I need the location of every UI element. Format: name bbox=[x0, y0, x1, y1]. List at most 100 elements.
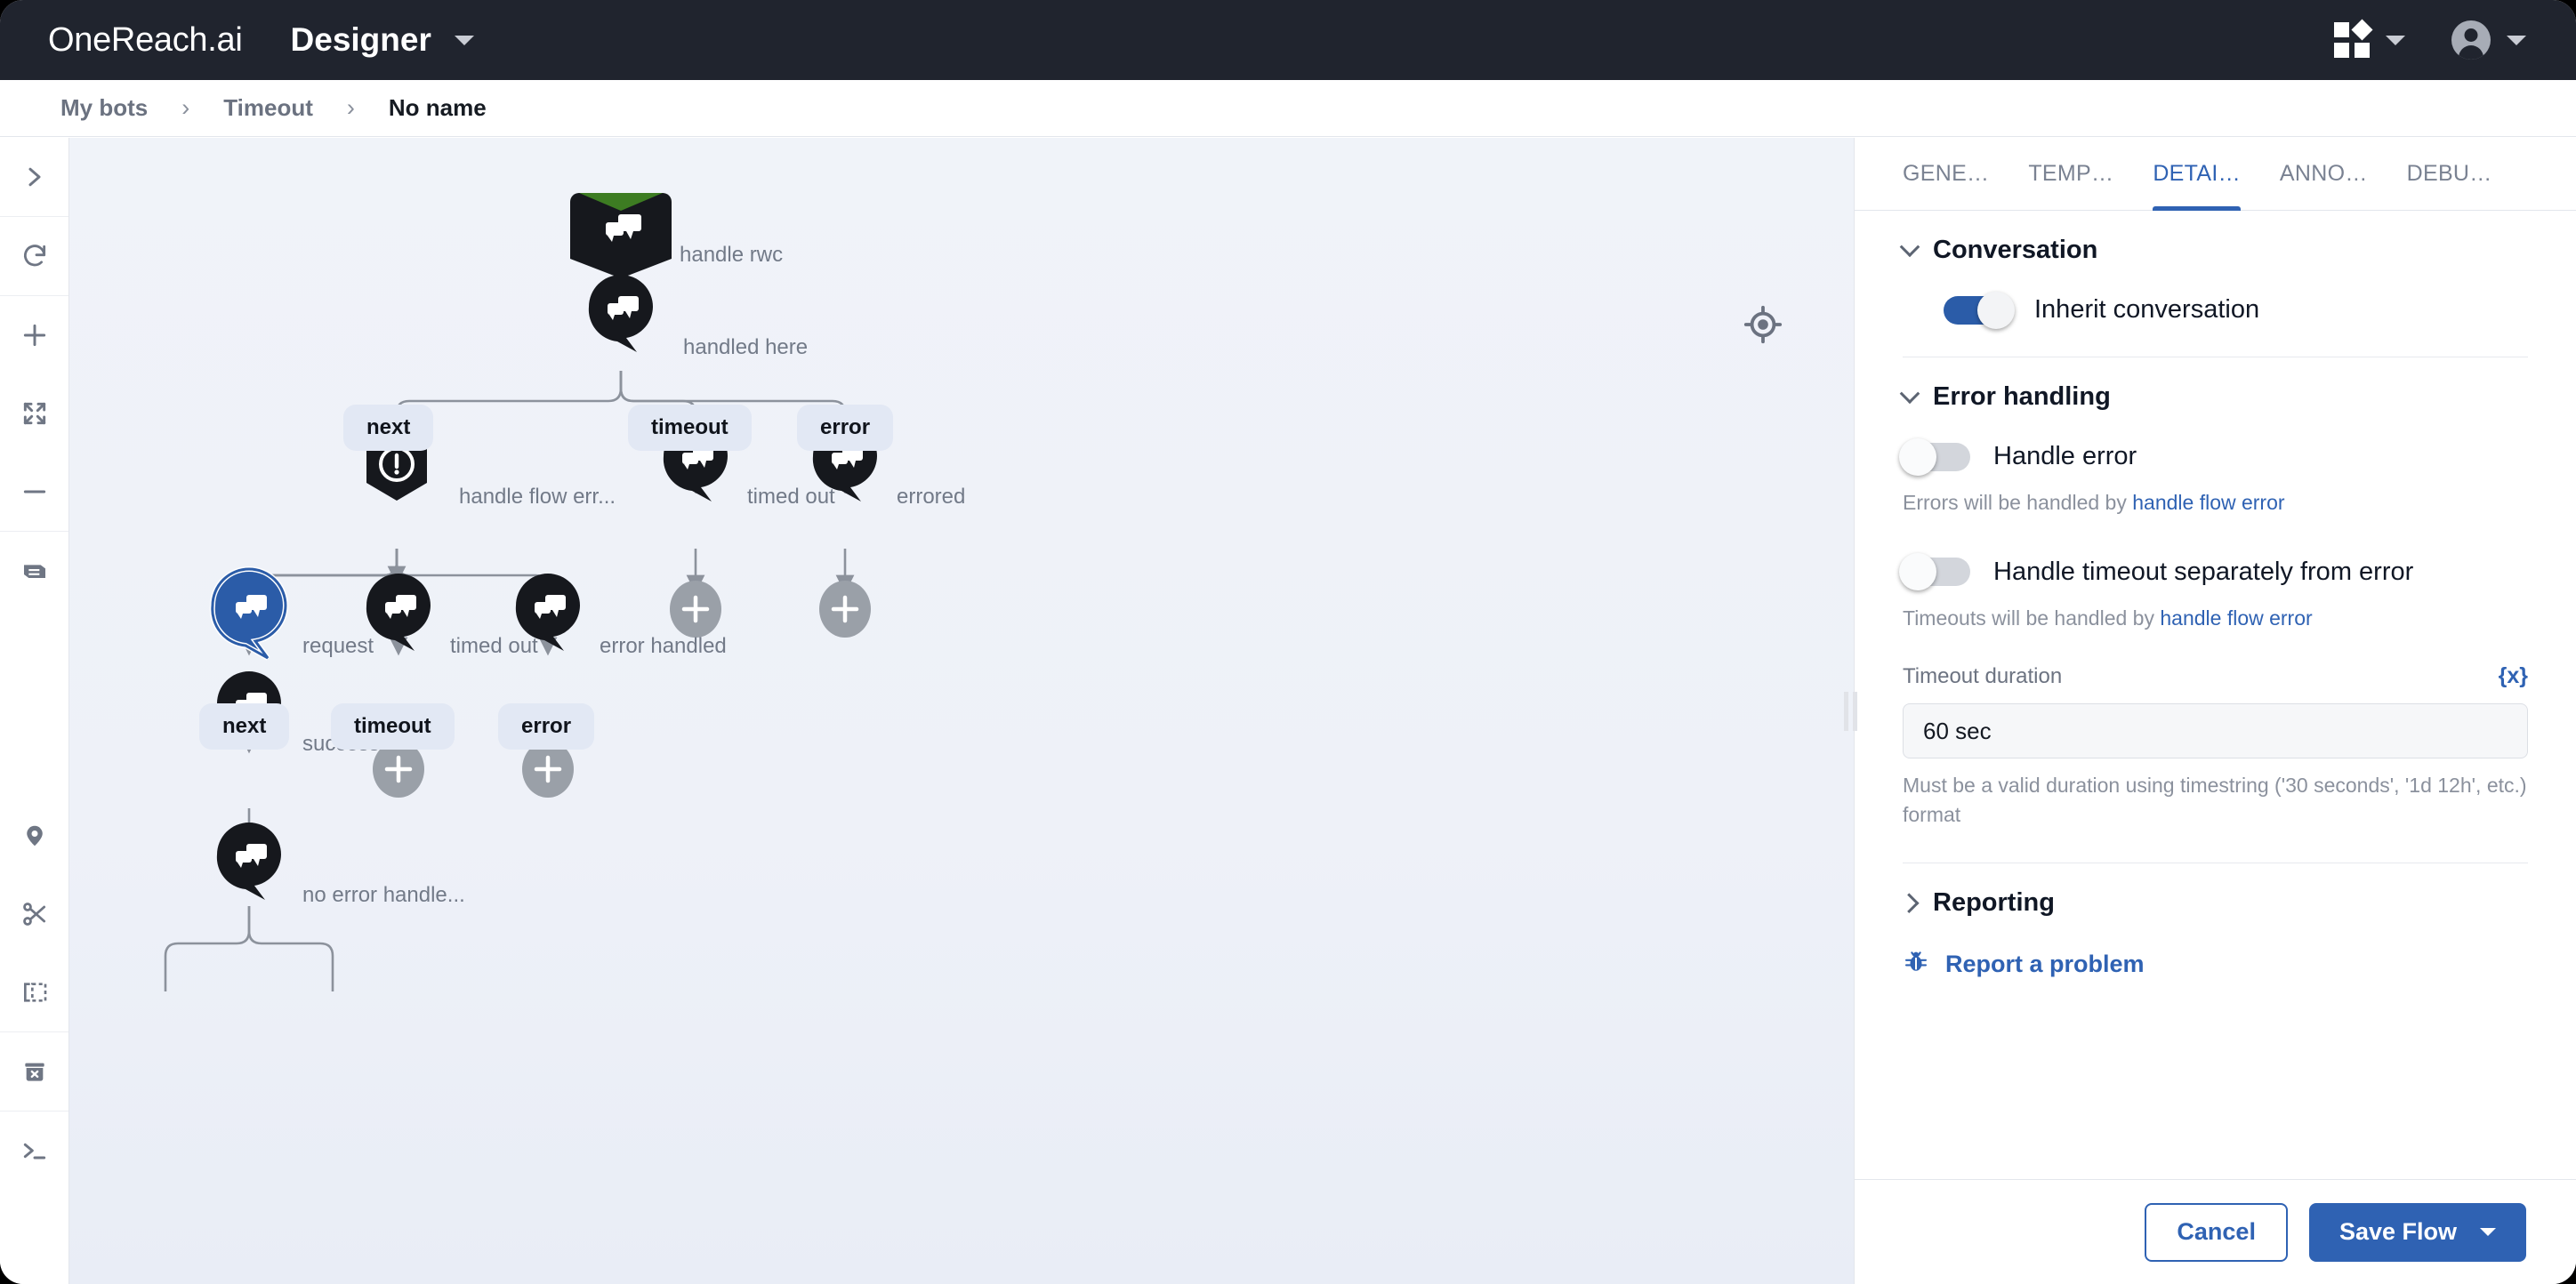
scissors-icon[interactable] bbox=[0, 875, 69, 953]
chevron-down-icon bbox=[1899, 236, 1920, 257]
save-flow-button[interactable]: Save Flow bbox=[2308, 1202, 2526, 1262]
section-conversation-header[interactable]: Conversation bbox=[1899, 236, 2528, 265]
zoom-in-icon[interactable] bbox=[0, 296, 69, 374]
breadcrumb: My bots › Timeout › No name bbox=[60, 94, 487, 122]
refresh-icon[interactable] bbox=[0, 217, 69, 295]
handle-flow-error-link-2[interactable]: handle flow error bbox=[2160, 606, 2313, 630]
branch-label-error[interactable]: error bbox=[797, 405, 894, 451]
rail-section-console bbox=[0, 1111, 68, 1190]
branch-label-next[interactable]: next bbox=[343, 405, 434, 451]
bug-icon bbox=[1903, 948, 1929, 981]
breadcrumb-item-my-bots[interactable]: My bots bbox=[60, 94, 149, 121]
tab-template[interactable]: TEMP… bbox=[2028, 161, 2114, 186]
tab-general[interactable]: GENE… bbox=[1903, 161, 1990, 186]
node-label-handle-rwc: handle rwc bbox=[680, 243, 784, 267]
panel-resize-handle[interactable] bbox=[1842, 690, 1858, 733]
rail-section-delete bbox=[0, 1032, 68, 1111]
branch-label-timeout[interactable]: timeout bbox=[628, 405, 752, 451]
brand-text: OneReach.ai bbox=[48, 20, 243, 59]
tab-debug[interactable]: DEBU… bbox=[2406, 161, 2492, 186]
panel-content: Conversation Inherit conversation Error … bbox=[1855, 211, 2576, 1179]
details-panel: GENE… TEMP… DETAI… ANNO… DEBU… Conversat… bbox=[1843, 138, 2576, 1284]
tab-annotations[interactable]: ANNO… bbox=[2279, 161, 2368, 186]
brand-logo[interactable]: OneReach.ai bbox=[48, 21, 243, 60]
handle-timeout-row[interactable]: Handle timeout separately from error bbox=[1899, 553, 2528, 590]
errors-hint-text: Errors will be handled by bbox=[1903, 491, 2133, 514]
timeout-duration-input[interactable]: 60 sec bbox=[1903, 703, 2528, 758]
account-menu-button[interactable] bbox=[2451, 20, 2526, 60]
inherit-conversation-toggle[interactable] bbox=[1944, 291, 2015, 329]
inherit-conversation-row[interactable]: Inherit conversation bbox=[1944, 291, 2528, 329]
report-a-problem-label: Report a problem bbox=[1945, 950, 2145, 977]
apps-menu-button[interactable] bbox=[2334, 19, 2405, 58]
handle-error-row[interactable]: Handle error bbox=[1899, 437, 2528, 476]
chevron-down-icon bbox=[2507, 35, 2526, 45]
breadcrumb-item-no-name[interactable]: No name bbox=[388, 94, 487, 121]
document-icon[interactable] bbox=[0, 532, 69, 610]
add-node-button bbox=[670, 581, 721, 638]
section-reporting-header[interactable]: Reporting bbox=[1898, 888, 2528, 918]
handle-error-toggle[interactable] bbox=[1899, 437, 1970, 476]
node-label-handle-flow-error: handle flow err... bbox=[459, 485, 616, 509]
node-label-error-handled: error handled bbox=[600, 634, 727, 658]
chevron-down-icon[interactable] bbox=[2480, 1228, 2496, 1236]
chevron-down-icon[interactable] bbox=[454, 35, 474, 45]
branch-label-timeout-2[interactable]: timeout bbox=[331, 703, 455, 750]
node-handle-rwc bbox=[570, 193, 672, 278]
timeout-duration-help: Must be a valid duration using timestrin… bbox=[1903, 774, 2527, 827]
timeout-duration-label: Timeout duration bbox=[1903, 663, 2063, 688]
rail-section-zoom bbox=[0, 296, 68, 532]
expand-panel-icon[interactable] bbox=[0, 138, 69, 216]
marquee-select-icon[interactable] bbox=[0, 953, 69, 1031]
add-node-button bbox=[522, 741, 574, 798]
node-label-request: request bbox=[302, 634, 374, 658]
variable-picker-button[interactable]: {x} bbox=[2498, 663, 2528, 688]
fit-screen-icon[interactable] bbox=[0, 374, 69, 453]
errors-hint: Errors will be handled by handle flow er… bbox=[1903, 487, 2528, 518]
panel-tabs: GENE… TEMP… DETAI… ANNO… DEBU… bbox=[1855, 138, 2576, 211]
zoom-out-icon[interactable] bbox=[0, 453, 69, 531]
node-handled-here bbox=[588, 275, 653, 352]
inherit-conversation-label: Inherit conversation bbox=[2034, 295, 2260, 324]
tab-details[interactable]: DETAI… bbox=[2153, 138, 2241, 211]
timeout-duration-header: Timeout duration {x} bbox=[1903, 663, 2528, 689]
handle-flow-error-link[interactable]: handle flow error bbox=[2132, 491, 2285, 514]
node-label-errored: errored bbox=[897, 485, 966, 509]
breadcrumb-separator-icon: › bbox=[181, 94, 190, 121]
node-request bbox=[209, 566, 289, 661]
node-label-handled-here: handled here bbox=[683, 335, 809, 359]
report-a-problem-button[interactable]: Report a problem bbox=[1903, 948, 2528, 981]
location-pin-icon[interactable] bbox=[0, 797, 69, 875]
node-label-timed-out-1: timed out bbox=[747, 485, 835, 509]
breadcrumb-separator-icon: › bbox=[346, 94, 355, 121]
timeouts-hint-text: Timeouts will be handled by bbox=[1903, 606, 2161, 630]
terminal-icon[interactable] bbox=[0, 1111, 69, 1190]
branch-label-error-2[interactable]: error bbox=[498, 703, 595, 750]
handle-timeout-toggle[interactable] bbox=[1899, 553, 1970, 590]
topbar-actions bbox=[2334, 19, 2526, 60]
node-error-handled bbox=[515, 574, 580, 651]
rail-section-refresh bbox=[0, 217, 68, 296]
page-title: Designer bbox=[290, 21, 431, 58]
rail-section-tools bbox=[0, 532, 68, 1032]
tool-rail bbox=[0, 138, 69, 1284]
trash-icon[interactable] bbox=[0, 1032, 69, 1111]
node-no-error-handle bbox=[216, 823, 281, 900]
cancel-button[interactable]: Cancel bbox=[2145, 1202, 2288, 1262]
flow-graph bbox=[164, 193, 877, 991]
breadcrumb-item-timeout[interactable]: Timeout bbox=[223, 94, 313, 121]
section-error-handling-header[interactable]: Error handling bbox=[1899, 382, 2528, 412]
crosshair-target-icon[interactable] bbox=[1742, 303, 1784, 346]
handle-error-label: Handle error bbox=[1993, 442, 2137, 470]
node-label-no-error-handle: no error handle... bbox=[302, 883, 465, 907]
chevron-down-icon bbox=[2386, 35, 2405, 45]
timeouts-hint: Timeouts will be handled by handle flow … bbox=[1903, 603, 2528, 634]
node-timed-out-2 bbox=[366, 574, 431, 651]
breadcrumb-bar: My bots › Timeout › No name bbox=[0, 80, 2576, 137]
add-node-button bbox=[373, 741, 424, 798]
add-node-button bbox=[819, 581, 871, 638]
chevron-right-icon bbox=[1898, 893, 1920, 914]
branch-label-next-2[interactable]: next bbox=[199, 703, 290, 750]
avatar bbox=[2451, 20, 2491, 60]
